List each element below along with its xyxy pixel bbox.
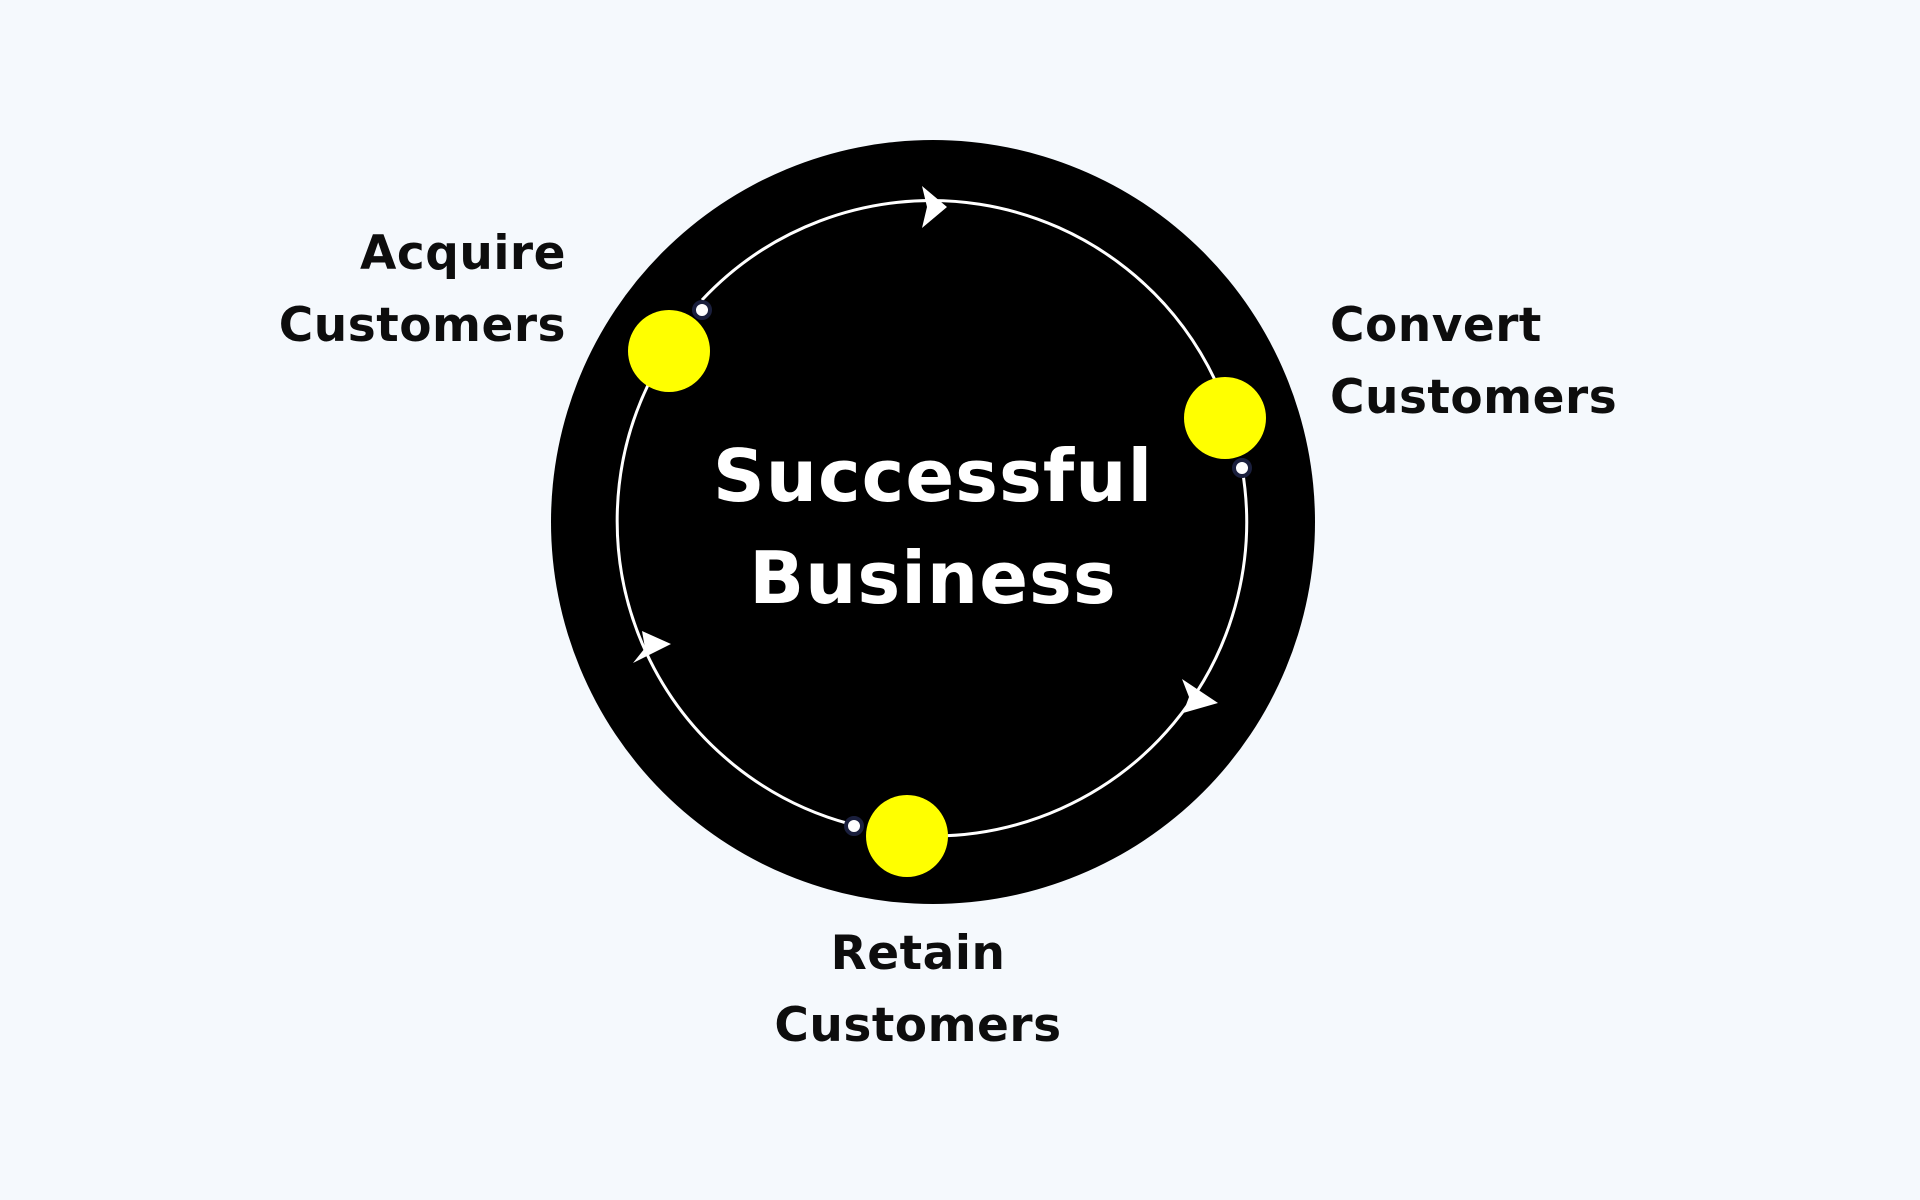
- outer-disc: [551, 140, 1315, 904]
- label-retain-line2: Customers: [774, 998, 1062, 1053]
- arrowhead-right: [1182, 679, 1218, 713]
- label-retain-line1: Retain: [830, 926, 1006, 981]
- center-title-line1: Successful: [712, 434, 1154, 518]
- label-convert-customers: Convert Customers: [1330, 290, 1617, 434]
- cycle-arc-acquire-to-convert: [700, 199, 1217, 381]
- center-title-line2: Business: [749, 536, 1117, 620]
- node-acquire: [628, 310, 710, 392]
- connector-dot-convert: [1232, 458, 1252, 478]
- label-convert-line1: Convert: [1330, 298, 1542, 353]
- label-acquire-line1: Acquire: [359, 226, 566, 281]
- node-retain: [866, 795, 948, 877]
- arrowhead-top: [922, 186, 947, 228]
- connector-dot-acquire: [692, 300, 712, 320]
- connector-dot-retain: [844, 816, 864, 836]
- node-convert: [1184, 377, 1266, 459]
- label-acquire-line2: Customers: [278, 298, 566, 353]
- label-acquire-customers: Acquire Customers: [279, 218, 566, 362]
- label-convert-line2: Customers: [1330, 370, 1618, 425]
- arrowhead-left: [633, 631, 671, 663]
- cycle-arc-convert-to-retain: [934, 467, 1249, 838]
